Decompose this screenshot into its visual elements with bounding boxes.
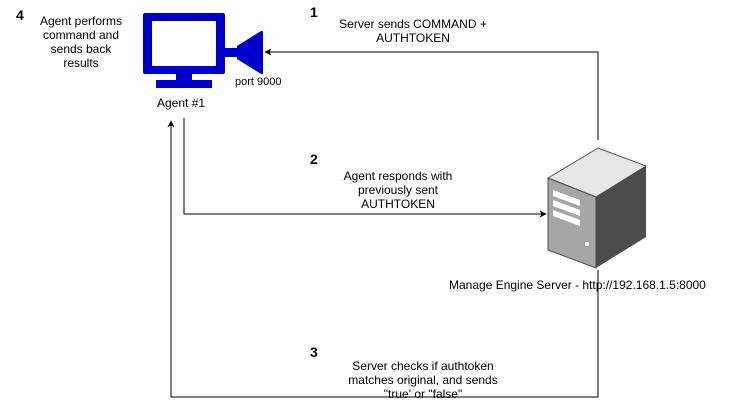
connector-server-to-agent-command xyxy=(264,48,599,140)
step-3-line: Server checks if authtoken xyxy=(352,359,494,373)
step-3-line: matches original, and sends xyxy=(348,373,498,387)
step-3-line: "true' or "false" xyxy=(383,387,463,401)
step-1-text: Server sends COMMAND + AUTHTOKEN xyxy=(318,17,508,45)
step-2-text: Agent responds with previously sent AUTH… xyxy=(318,169,478,211)
server-label: Manage Engine Server - http://192.168.1.… xyxy=(449,278,706,292)
step-4-line: sends back xyxy=(50,42,112,56)
step-2-line: AUTHTOKEN xyxy=(361,197,435,211)
step-3-number: 3 xyxy=(310,344,318,360)
connector-agent-to-server-authtoken xyxy=(183,118,547,218)
step-2-number: 2 xyxy=(310,151,318,167)
step-4-line: command and xyxy=(42,28,120,42)
step-1-line: AUTHTOKEN xyxy=(376,31,450,45)
monitor-icon xyxy=(143,13,225,88)
step-2-line: previously sent xyxy=(357,183,439,197)
agent-label: Agent #1 xyxy=(157,96,206,110)
server-tower-icon xyxy=(546,147,648,269)
step-4-line: Agent performs xyxy=(39,14,123,28)
port-label: port 9000 xyxy=(235,76,282,88)
step-3-text: Server checks if authtoken matches origi… xyxy=(318,359,528,401)
port-icon xyxy=(225,31,263,74)
connector-server-to-agent-result xyxy=(167,120,599,398)
step-4-text: Agent performs command and sends back re… xyxy=(26,14,136,70)
step-2-line: Agent responds with xyxy=(343,169,453,183)
step-4-line: results xyxy=(63,56,99,70)
step-4-number: 4 xyxy=(16,7,24,23)
step-1-line: Server sends COMMAND + xyxy=(339,17,487,31)
step-1-number: 1 xyxy=(310,4,318,20)
